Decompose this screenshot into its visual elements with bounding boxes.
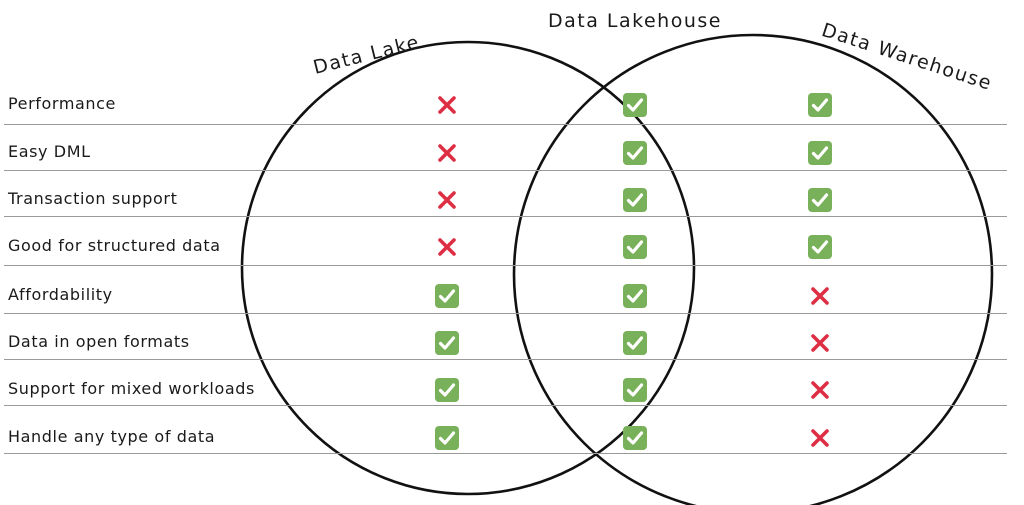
row-divider	[4, 216, 1007, 217]
check-mark-button-icon	[623, 188, 647, 212]
cross-mark-icon	[808, 331, 832, 355]
row-divider	[4, 313, 1007, 314]
check-mark-button-icon	[435, 331, 459, 355]
feature-label: Support for mixed workloads	[8, 379, 255, 398]
check-mark-button-icon	[808, 93, 832, 117]
cross-mark-icon	[435, 93, 459, 117]
row-divider	[4, 405, 1007, 406]
data-warehouse-circle	[512, 33, 994, 505]
check-mark-button-icon	[623, 426, 647, 450]
check-mark-button-icon	[623, 378, 647, 402]
check-mark-button-icon	[623, 141, 647, 165]
check-mark-button-icon	[623, 284, 647, 308]
data-lake-circle	[240, 40, 696, 496]
column-header-data-lakehouse: Data Lakehouse	[548, 10, 722, 32]
check-mark-button-icon	[435, 284, 459, 308]
row-divider	[4, 453, 1007, 454]
cross-mark-icon	[808, 378, 832, 402]
row-divider	[4, 124, 1007, 125]
feature-label: Handle any type of data	[8, 427, 216, 446]
row-divider	[4, 359, 1007, 360]
cross-mark-icon	[435, 141, 459, 165]
cross-mark-icon	[808, 426, 832, 450]
feature-label: Good for structured data	[8, 236, 221, 255]
feature-label: Performance	[8, 94, 116, 113]
feature-label: Easy DML	[8, 142, 91, 161]
feature-label: Transaction support	[8, 189, 178, 208]
check-mark-button-icon	[623, 331, 647, 355]
feature-label: Data in open formats	[8, 332, 190, 351]
check-mark-button-icon	[623, 235, 647, 259]
row-divider	[4, 170, 1007, 171]
cross-mark-icon	[808, 284, 832, 308]
check-mark-button-icon	[808, 188, 832, 212]
feature-label: Affordability	[8, 285, 113, 304]
check-mark-button-icon	[808, 141, 832, 165]
cross-mark-icon	[435, 235, 459, 259]
row-divider	[4, 265, 1007, 266]
check-mark-button-icon	[623, 93, 647, 117]
cross-mark-icon	[435, 188, 459, 212]
check-mark-button-icon	[808, 235, 832, 259]
check-mark-button-icon	[435, 378, 459, 402]
check-mark-button-icon	[435, 426, 459, 450]
